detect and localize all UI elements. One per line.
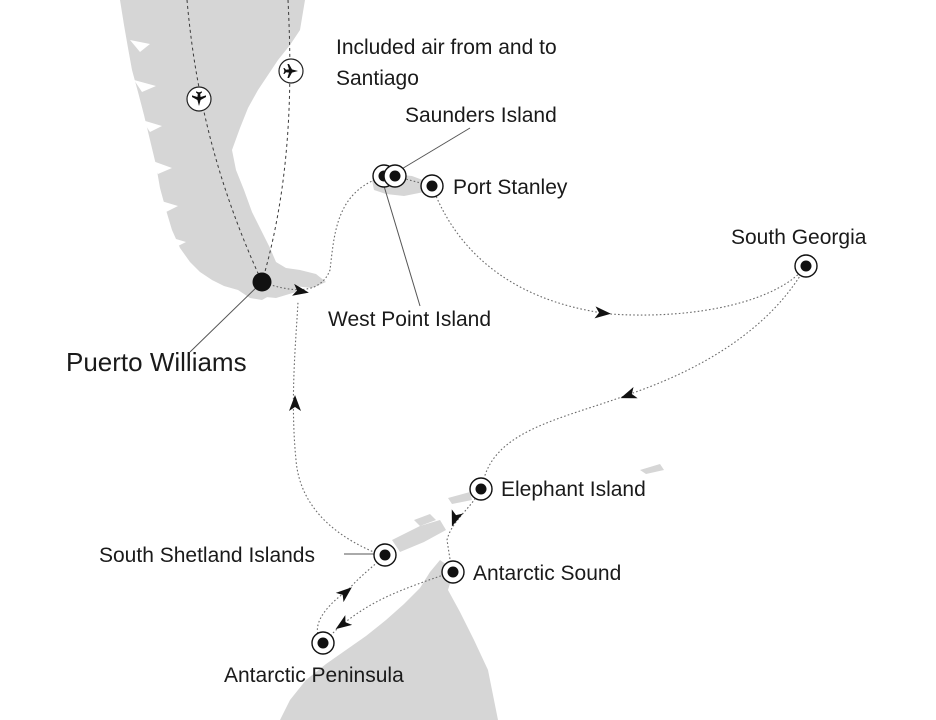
leader-saunders: [399, 127, 471, 171]
cruise-route: [261, 175, 807, 644]
leader-west-point: [383, 185, 421, 307]
direction-arrow-icon: [451, 509, 464, 527]
south-shetland-islands-land: [392, 464, 664, 552]
antarctic-peninsula-landmass: [280, 560, 498, 720]
label-antarctic-sound: Antarctic Sound: [473, 562, 622, 585]
label-south-georgia: South Georgia: [731, 226, 867, 249]
air-route-santiago-2: [261, 0, 291, 283]
label-south-shetland-islands: South Shetland Islands: [99, 544, 315, 567]
port-marker-icon: [311, 631, 335, 655]
home-port-marker: [252, 272, 272, 292]
label-antarctic-peninsula: Antarctic Peninsula: [224, 664, 404, 687]
label-saunders-island: Saunders Island: [405, 104, 557, 127]
port-marker-icon: [420, 174, 444, 198]
airplane-icon: [278, 58, 304, 84]
airplane-icon: [186, 86, 212, 112]
port-marker-icon: [794, 254, 818, 278]
label-port-stanley: Port Stanley: [453, 176, 568, 199]
direction-arrow-icon: [292, 283, 309, 296]
air-route-santiago-1: [186, 0, 263, 283]
label-west-point-island: West Point Island: [328, 308, 492, 331]
direction-arrow-icon: [289, 395, 301, 411]
port-marker-icon: [373, 543, 397, 567]
direction-arrow-icon: [335, 615, 353, 630]
label-elephant-island: Elephant Island: [501, 478, 646, 501]
port-marker-icon: [441, 560, 465, 584]
air-note: Included air from and to Santiago: [336, 32, 557, 94]
direction-arrow-icon: [620, 386, 638, 399]
port-marker-icon: [469, 477, 493, 501]
south-america-landmass: [120, 0, 326, 300]
port-marker-icon: [383, 164, 407, 188]
leader-puerto-williams: [189, 281, 263, 353]
direction-arrow-icon: [335, 587, 352, 603]
air-note-line1: Included air from and to: [336, 36, 557, 59]
label-puerto-williams: Puerto Williams: [66, 347, 247, 377]
air-note-line2: Santiago: [336, 67, 419, 90]
direction-arrow-icon: [594, 306, 611, 319]
